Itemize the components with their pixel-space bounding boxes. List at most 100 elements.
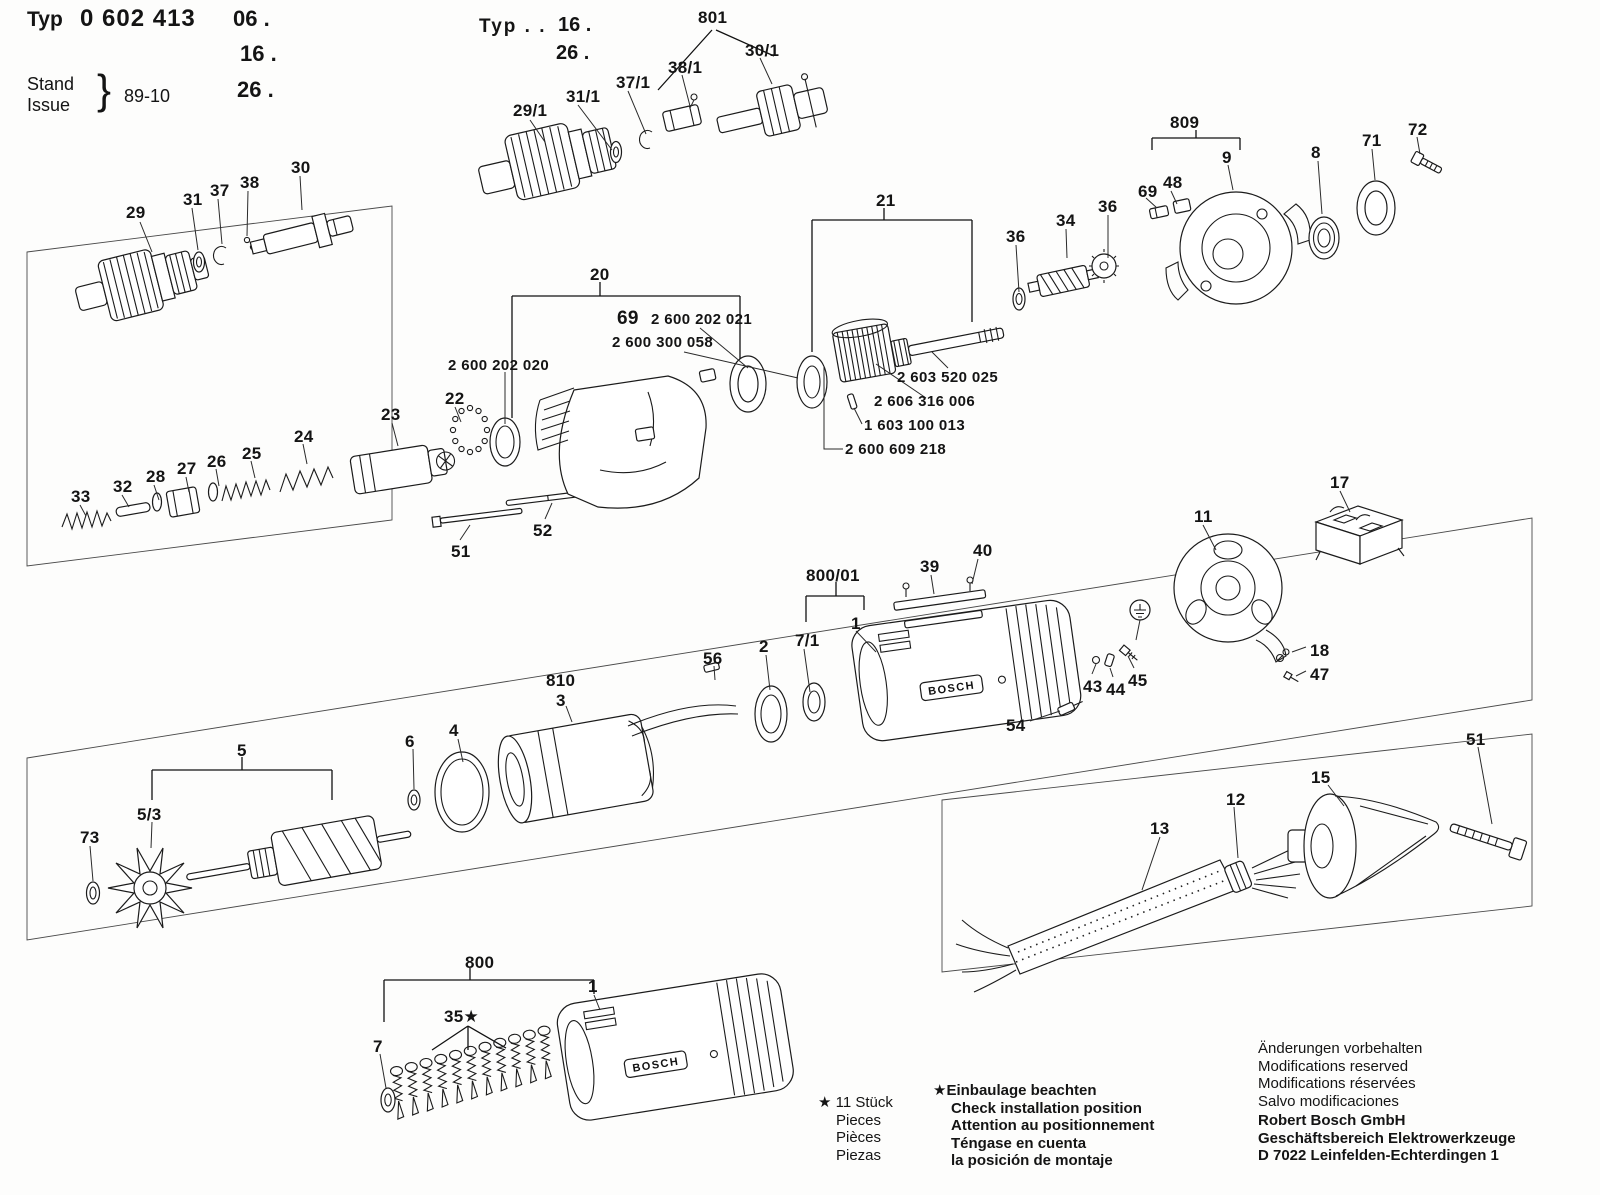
mod-line: Modifications réservées xyxy=(1258,1075,1416,1092)
part-callout: 56 xyxy=(703,649,723,668)
leader-lines-top xyxy=(139,57,1421,293)
part-callout: 30 xyxy=(291,158,311,177)
part-callout: 21 xyxy=(876,191,896,210)
motor-housing-1-bottom: BOSCH xyxy=(556,973,794,1121)
part-callout: 45 xyxy=(1128,671,1148,690)
leader-lines-middle xyxy=(79,406,1351,882)
bearing-balls-22 xyxy=(449,404,491,456)
install-line: la posición de montaje xyxy=(951,1152,1113,1169)
retaining-clip-37 xyxy=(212,245,227,265)
mod-line: Änderungen vorbehalten xyxy=(1258,1040,1423,1057)
motor-housing-1-middle: BOSCH xyxy=(851,599,1082,742)
leader-35 xyxy=(431,1025,507,1051)
bracket-801 xyxy=(657,29,775,91)
fan-5-3 xyxy=(107,847,193,929)
part-callout: 800/01 xyxy=(806,566,860,585)
part-callout: 2 600 300 058 xyxy=(612,334,714,351)
part-callout: 28 xyxy=(146,467,166,486)
part-callout: 22 xyxy=(445,389,465,408)
part-callout: 15 xyxy=(1311,768,1331,787)
typ-variant: 16 . xyxy=(240,41,277,66)
assembly-box-middle xyxy=(26,517,1533,941)
part-callout: 26 xyxy=(207,452,227,471)
sleeve-38-1 xyxy=(662,104,702,132)
part-callout: 7 xyxy=(373,1037,383,1056)
part-callout: 1 xyxy=(588,977,598,996)
bushing-20 xyxy=(698,368,717,383)
typ2-variant: 16 . xyxy=(558,14,592,36)
bracket-809 xyxy=(1151,130,1241,150)
sleeve-48 xyxy=(1172,198,1192,214)
typ-number: 0 602 413 xyxy=(80,5,196,32)
ferrule-12 xyxy=(1224,860,1253,893)
screw-72 xyxy=(1410,150,1443,174)
assembly-box-left xyxy=(26,205,393,567)
helical-gear-34 xyxy=(1027,264,1099,297)
typ-label: Typ xyxy=(27,8,63,31)
install-line: Einbaulage beachten xyxy=(946,1082,1097,1099)
bearing-7-1 xyxy=(802,682,826,722)
part-callout: 7/1 xyxy=(795,631,820,650)
part-callout: 51 xyxy=(451,542,471,561)
part-callout: 29/1 xyxy=(513,101,548,120)
part-callout: 20 xyxy=(590,265,610,284)
bracket-5 xyxy=(151,757,333,800)
screw-38-1 xyxy=(690,93,698,101)
brace-glyph: } xyxy=(97,66,112,113)
shaft-2603520025 xyxy=(890,326,1005,368)
bracket-800-01 xyxy=(805,582,865,622)
cup-27 xyxy=(165,486,201,518)
part-callout: 2 xyxy=(759,637,769,656)
part-callout: 13 xyxy=(1150,819,1170,838)
stator-leads xyxy=(627,704,739,737)
part-callout: 33 xyxy=(71,487,91,506)
cable-13 xyxy=(955,859,1237,993)
part-callout: 2 600 202 021 xyxy=(651,311,753,328)
ring-2600300058 xyxy=(796,355,828,409)
part-callout: 24 xyxy=(294,427,314,446)
part-callout: 35★ xyxy=(444,1007,480,1026)
pin-18 xyxy=(1276,648,1290,662)
clutch-drum-21 xyxy=(831,318,897,383)
typ-variant: 06 . xyxy=(233,6,270,31)
install-line: Téngase en cuenta xyxy=(951,1134,1087,1152)
spring-24 xyxy=(279,465,334,493)
ring-4 xyxy=(434,751,490,833)
part-callout: 11 xyxy=(1194,507,1213,526)
ring-2600202020 xyxy=(489,417,521,467)
washer-6 xyxy=(407,789,421,811)
company-line: Geschäftsbereich Elektrowerkzeuge xyxy=(1258,1129,1516,1147)
part-callout: 36 xyxy=(1006,227,1026,246)
screws-40 xyxy=(902,576,974,597)
screw-51-bottom xyxy=(1449,823,1528,861)
typ2-label: Typ . . xyxy=(479,16,547,37)
chuck-29-1 xyxy=(478,123,617,201)
part-callout: 69 xyxy=(617,308,639,329)
part-callout: 37/1 xyxy=(616,73,651,92)
part-callout: 37 xyxy=(210,181,230,200)
screw-cluster-43-44-45 xyxy=(1091,644,1138,668)
part-callout: 800 xyxy=(465,953,495,972)
terminal-54 xyxy=(1057,700,1083,716)
mod-line: Modifications reserved xyxy=(1258,1057,1409,1075)
part-callout: 73 xyxy=(80,828,100,847)
part-callout: 3 xyxy=(556,691,566,710)
end-cap-15 xyxy=(1287,793,1440,899)
part-callout: 51 xyxy=(1466,730,1486,749)
bearing-flange-9 xyxy=(1165,191,1311,305)
spring-25 xyxy=(221,478,271,502)
qty-line: Piezas xyxy=(836,1146,882,1164)
part-callout: 38 xyxy=(240,173,260,192)
part-callout: 40 xyxy=(973,541,993,560)
part-callout: 801 xyxy=(698,8,728,27)
part-callout: 18 xyxy=(1310,641,1330,660)
part-callout: 2 606 316 006 xyxy=(874,393,976,410)
quantity-note: ★ 11 Stück Pieces Pièces Piezas xyxy=(818,1094,893,1164)
company-block: Robert Bosch GmbH Geschäftsbereich Elekt… xyxy=(1258,1112,1516,1165)
qty-line: Pièces xyxy=(836,1129,882,1146)
qty-text: 11 Stück xyxy=(835,1094,893,1111)
part-callout: 809 xyxy=(1170,113,1200,132)
part-callout: 31/1 xyxy=(566,87,601,106)
part-callout: 2 603 520 025 xyxy=(897,369,999,386)
